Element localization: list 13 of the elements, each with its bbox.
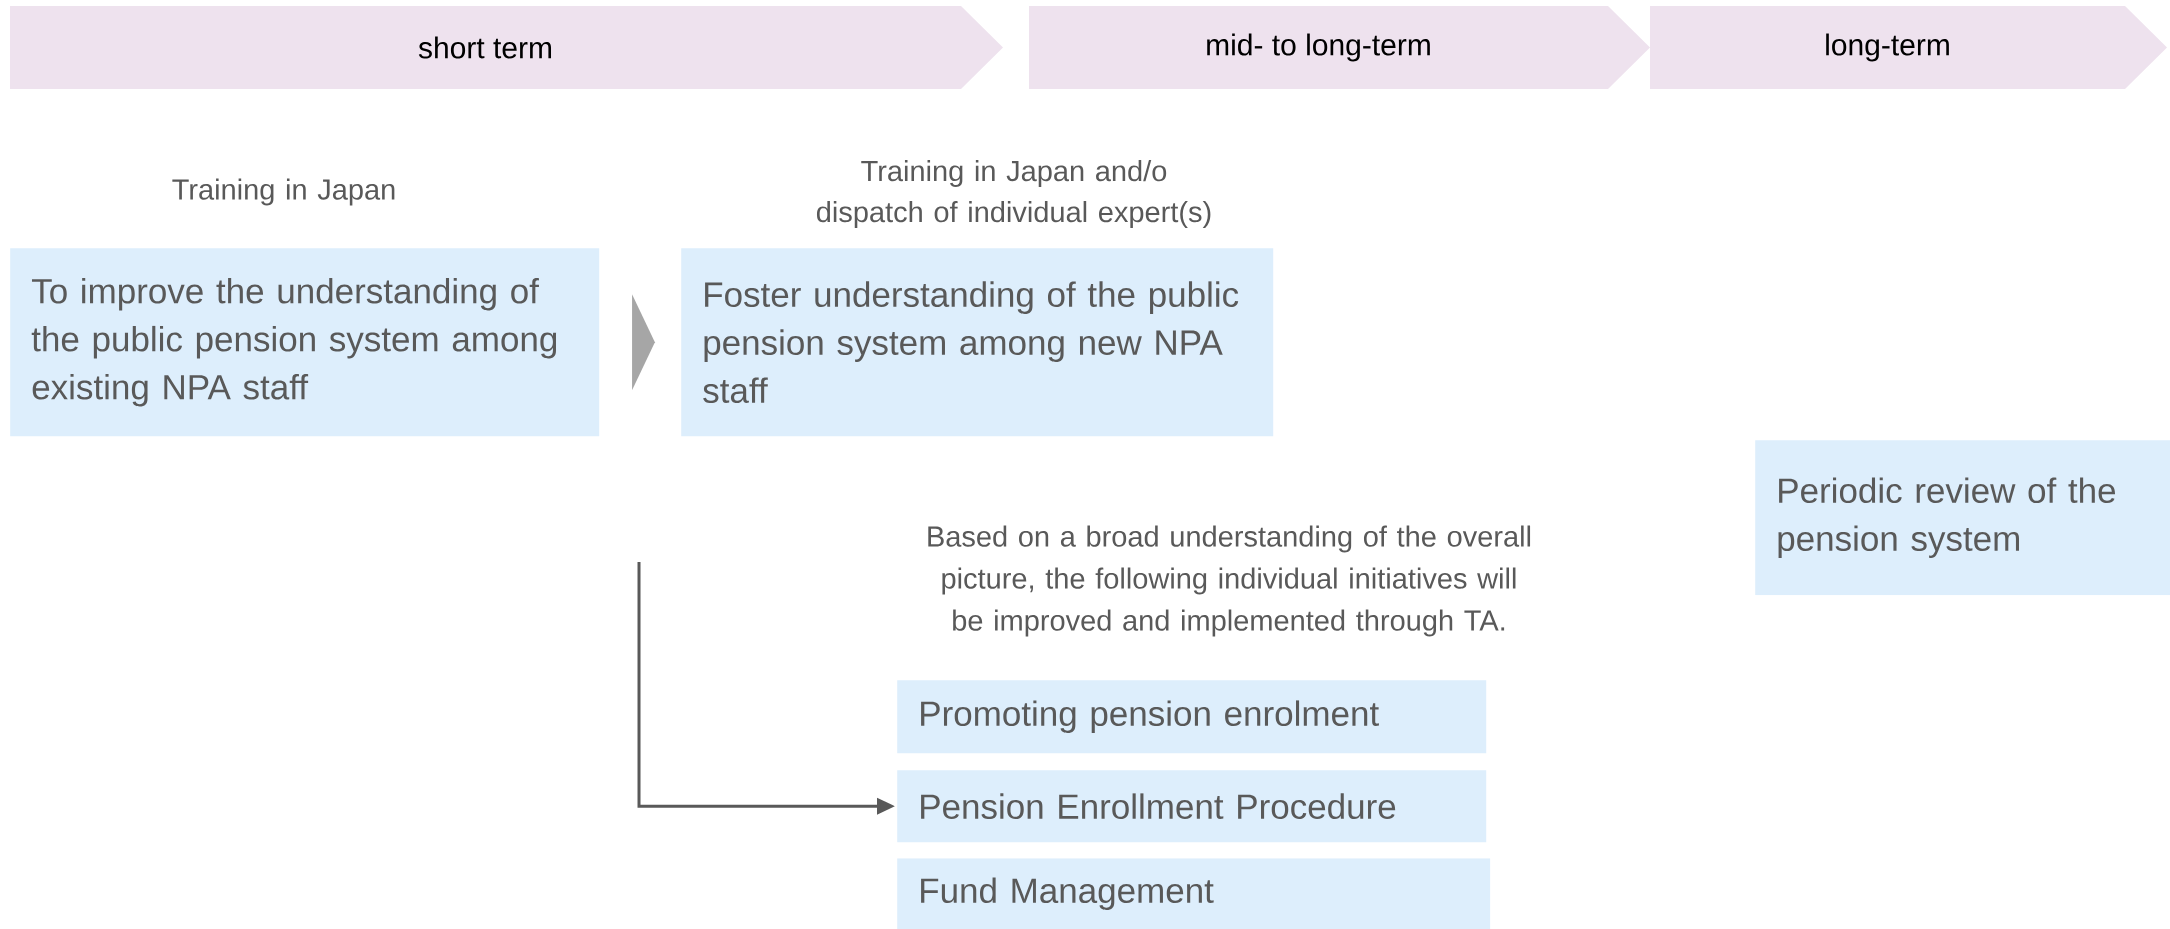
caption-text: Training in Japan and/o dispatch of individual expert(s) xyxy=(816,160,1211,228)
text-box: Promoting pension enrolment xyxy=(897,680,1487,754)
text-box: Fund Management xyxy=(897,858,1491,929)
caption-text: Training in Japan xyxy=(172,178,395,206)
timeline-band: short term xyxy=(10,6,1003,89)
timeline-band: long-term xyxy=(1650,6,2168,89)
timeline-band: mid- to long-term xyxy=(1029,6,1650,89)
text-box: Pension Enrollment Procedure xyxy=(897,770,1487,843)
chevron-arrow xyxy=(632,294,655,391)
text-box: Periodic review of the pension system xyxy=(1755,440,2170,596)
text-box: Foster understanding of the public pension system among new NPA staff xyxy=(681,248,1274,437)
note-text: Based on a broad understanding of the overall picture, the following individual initiatives will be improved and implemented through TA. xyxy=(928,525,1531,637)
text-box: To improve the understanding of the public pension system among existing NPA staff xyxy=(10,248,600,437)
